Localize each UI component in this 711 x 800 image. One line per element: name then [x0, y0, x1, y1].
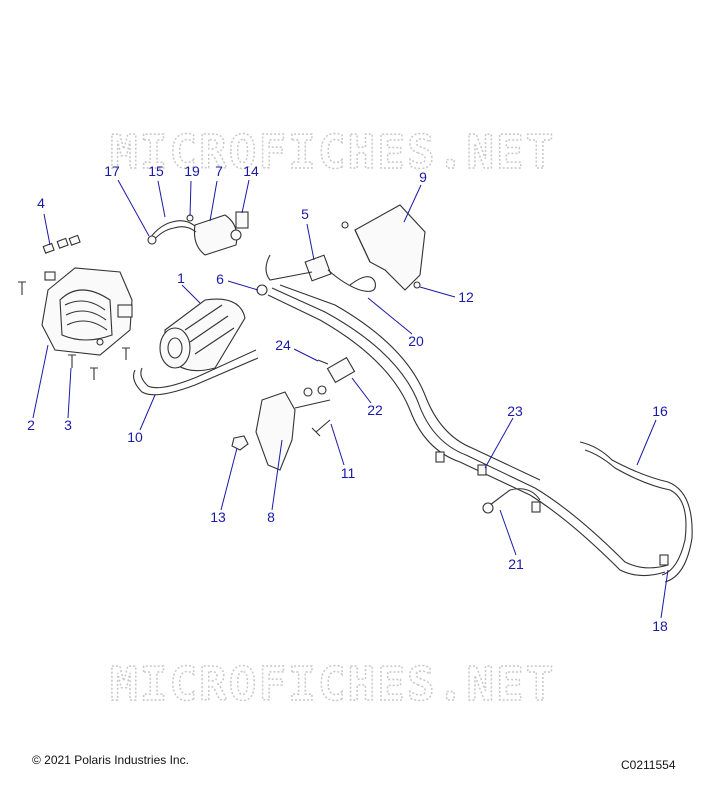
bolt-11-drawing [311, 419, 331, 437]
callout-3: 3 [64, 417, 72, 433]
callout-4: 4 [37, 195, 45, 211]
callout-24: 24 [275, 337, 291, 353]
canister-bracket-drawing [41, 267, 133, 356]
callout-23: 23 [507, 403, 523, 419]
callout-6: 6 [216, 271, 224, 287]
grommet-6-drawing [256, 284, 268, 296]
callout-20: 20 [408, 333, 424, 349]
canister-drawing [159, 298, 246, 372]
callout-numbers: 1 2 3 4 5 6 7 8 9 10 11 12 13 14 15 16 1… [27, 163, 668, 634]
callout-9: 9 [419, 169, 427, 185]
callout-13: 13 [210, 509, 226, 525]
callout-12: 12 [458, 289, 474, 305]
leader-lines [32, 179, 669, 619]
callout-18: 18 [652, 618, 668, 634]
callout-11: 11 [341, 465, 356, 481]
bracket-8-drawing [255, 385, 331, 471]
callout-19: 19 [184, 163, 200, 179]
drawing-id: C0211554 [621, 758, 676, 772]
callout-10: 10 [127, 429, 143, 445]
callout-2: 2 [27, 417, 35, 433]
valve-7-drawing [147, 214, 242, 256]
watermark-top: MICROFICHES.NET [110, 125, 555, 179]
clamp-22-drawing [326, 356, 356, 384]
hose-10-drawing [133, 349, 259, 396]
callout-15: 15 [148, 163, 164, 179]
callout-8: 8 [267, 509, 275, 525]
callout-16: 16 [652, 403, 668, 419]
copyright-text: © 2021 Polaris Industries Inc. [32, 753, 189, 767]
heat-shield-drawing [341, 204, 426, 291]
bracket-14-drawing [235, 211, 249, 229]
callout-1: 1 [177, 270, 185, 286]
fuel-line-bundle-drawing [267, 284, 693, 583]
callout-7: 7 [215, 163, 223, 179]
valve-5-drawing [265, 254, 376, 292]
clips-drawing [42, 234, 81, 254]
callout-5: 5 [301, 206, 309, 222]
screw-24-drawing [317, 359, 329, 365]
callout-17: 17 [104, 163, 120, 179]
watermark-bottom: MICROFICHES.NET [110, 657, 555, 711]
callout-14: 14 [243, 163, 259, 179]
callout-21: 21 [508, 556, 524, 572]
callout-22: 22 [367, 402, 383, 418]
screws-drawing [18, 281, 130, 380]
nut-13-drawing [231, 435, 249, 451]
